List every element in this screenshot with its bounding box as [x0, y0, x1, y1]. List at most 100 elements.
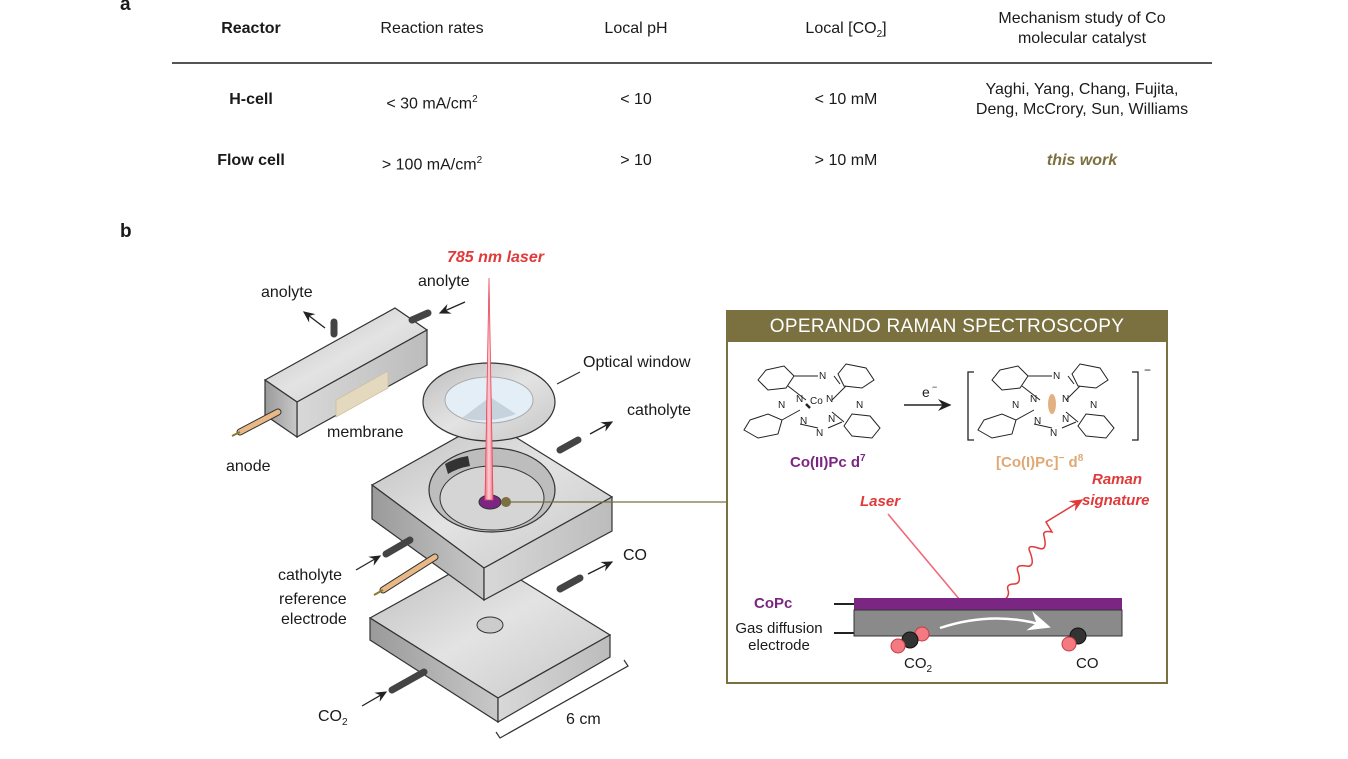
co1pc-molecule	[977, 363, 1115, 439]
header-divider	[172, 62, 1212, 64]
header-local-co2-sub: 2	[876, 29, 883, 41]
panel-b-letter: b	[120, 221, 132, 242]
header-local-co2-prefix: Local [CO	[805, 20, 877, 37]
laser-beam	[484, 277, 494, 501]
cell-rate-value: > 100 mA/cm	[381, 156, 477, 174]
co2-molecule	[890, 626, 930, 654]
reference-electrode-label-line1: reference	[279, 591, 347, 608]
cell-reactor: Flow cell	[217, 152, 285, 169]
cell-rate-value: < 30 mA/cm	[386, 95, 473, 113]
co2-in-sub: 2	[342, 717, 348, 729]
gde-label: Gas diffusion electrode	[728, 620, 830, 654]
svg-text:N: N	[1030, 394, 1037, 405]
co2-in-label: CO2	[318, 708, 348, 728]
catholyte-out-label: catholyte	[627, 402, 692, 419]
gde-label-line1: Gas diffusion	[735, 620, 823, 637]
optical-window-label: Optical window	[583, 354, 691, 371]
cell-mechanism-line1: Yaghi, Yang, Chang, Fujita,	[985, 81, 1179, 98]
svg-text:N: N	[1053, 371, 1060, 382]
co-atom-label: Co	[810, 396, 823, 407]
svg-text:N: N	[856, 400, 863, 411]
scale-bracket	[495, 659, 629, 739]
cell-mechanism: Yaghi, Yang, Chang, Fujita, Deng, McCror…	[952, 80, 1212, 120]
raman-panel-title: OPERANDO RAMAN SPECTROSCOPY	[728, 312, 1166, 342]
cell-mechanism-line2: Deng, McCrory, Sun, Williams	[975, 101, 1189, 118]
membrane-patch	[335, 370, 389, 418]
copc-molecule	[743, 363, 881, 439]
svg-text:N: N	[1050, 428, 1057, 439]
co-out-label: CO	[623, 547, 647, 564]
cell-co2: < 10 mM	[814, 91, 878, 108]
raman-schematic: N N N Co N N N N N e − − N N N N	[743, 363, 1151, 654]
cell-rate-sup: 2	[476, 155, 483, 166]
copc-layer	[854, 598, 1122, 610]
header-local-ph: Local pH	[604, 20, 668, 37]
left-bracket	[967, 371, 974, 441]
svg-text:N: N	[800, 416, 807, 427]
co2-label-prefix: CO	[904, 655, 927, 672]
co2-label-sub: 2	[926, 664, 933, 675]
reactant-label: Co(II)Pc d7	[790, 453, 866, 471]
cell-co2: > 10 mM	[814, 152, 878, 169]
cell-ph: > 10	[620, 152, 652, 169]
reactant-label-text: Co(II)Pc d	[790, 454, 860, 471]
svg-text:N: N	[828, 414, 835, 425]
raman-scatter-wave	[1003, 499, 1084, 601]
svg-text:N: N	[1062, 394, 1069, 405]
anode-compartment	[231, 307, 432, 439]
header-mechanism: Mechanism study of Co molecular catalyst	[962, 9, 1202, 49]
raman-signature-line2: signature	[1082, 492, 1150, 509]
svg-text:N: N	[1062, 414, 1069, 425]
svg-text:N: N	[819, 371, 826, 382]
svg-text:N: N	[778, 400, 785, 411]
product-label-sup1: −	[1058, 453, 1065, 464]
membrane-label: membrane	[327, 424, 404, 441]
cell-reactor: H-cell	[229, 91, 273, 108]
svg-text:N: N	[796, 394, 803, 405]
product-label: [Co(I)Pc]− d8	[996, 453, 1083, 471]
dz2-orbital	[1048, 394, 1056, 414]
header-local-co2: Local [CO2]	[746, 19, 946, 45]
header-local-co2-suffix: ]	[882, 20, 887, 37]
conversion-arrow	[939, 611, 1051, 631]
incident-laser-line	[887, 513, 961, 601]
header-reaction-rates: Reaction rates	[380, 20, 484, 37]
header-reactor: Reactor	[221, 20, 281, 37]
electron-sup: −	[932, 382, 937, 392]
co-label: CO	[1076, 655, 1099, 672]
anolyte-in-label: anolyte	[418, 273, 470, 290]
catholyte-in-label: catholyte	[278, 567, 343, 584]
reference-electrode-label-line2: electrode	[281, 611, 347, 628]
laser-label: 785 nm laser	[447, 249, 544, 266]
product-label-mid: d	[1064, 454, 1078, 471]
product-label-prefix: [Co(I)Pc]	[996, 454, 1059, 471]
co2-in-prefix: CO	[318, 708, 342, 725]
svg-text:N: N	[1012, 400, 1019, 411]
panel-a-letter: a	[120, 0, 131, 15]
header-mechanism-line1: Mechanism study of Co	[998, 10, 1166, 27]
co2-label: CO2	[904, 655, 932, 675]
anolyte-out-label: anolyte	[261, 284, 313, 301]
svg-text:N: N	[816, 428, 823, 439]
scale-label: 6 cm	[566, 711, 601, 728]
anion-charge: −	[1144, 363, 1151, 377]
cell-rate: < 30 mA/cm2	[332, 90, 532, 114]
cell-rate: > 100 mA/cm2	[332, 151, 532, 175]
svg-text:N: N	[1034, 416, 1041, 427]
header-mechanism-line2: molecular catalyst	[1017, 30, 1147, 47]
operando-raman-panel: OPERANDO RAMAN SPECTROSCOPY N N N Co N N…	[726, 310, 1168, 684]
electron-label: e	[922, 384, 930, 400]
product-label-sup2: 8	[1077, 453, 1084, 464]
laser-inset-label: Laser	[860, 493, 901, 510]
svg-text:N: N	[1090, 400, 1097, 411]
copc-label: CoPc	[754, 595, 793, 612]
cell-ph: < 10	[620, 91, 652, 108]
cell-rate-sup: 2	[472, 94, 478, 105]
gde-label-line2: electrode	[748, 637, 810, 654]
right-bracket	[1132, 371, 1139, 441]
svg-text:N: N	[826, 394, 833, 405]
reactant-label-sup: 7	[860, 453, 866, 464]
raman-signature-line1: Raman	[1092, 471, 1143, 488]
anode-label: anode	[226, 458, 271, 475]
